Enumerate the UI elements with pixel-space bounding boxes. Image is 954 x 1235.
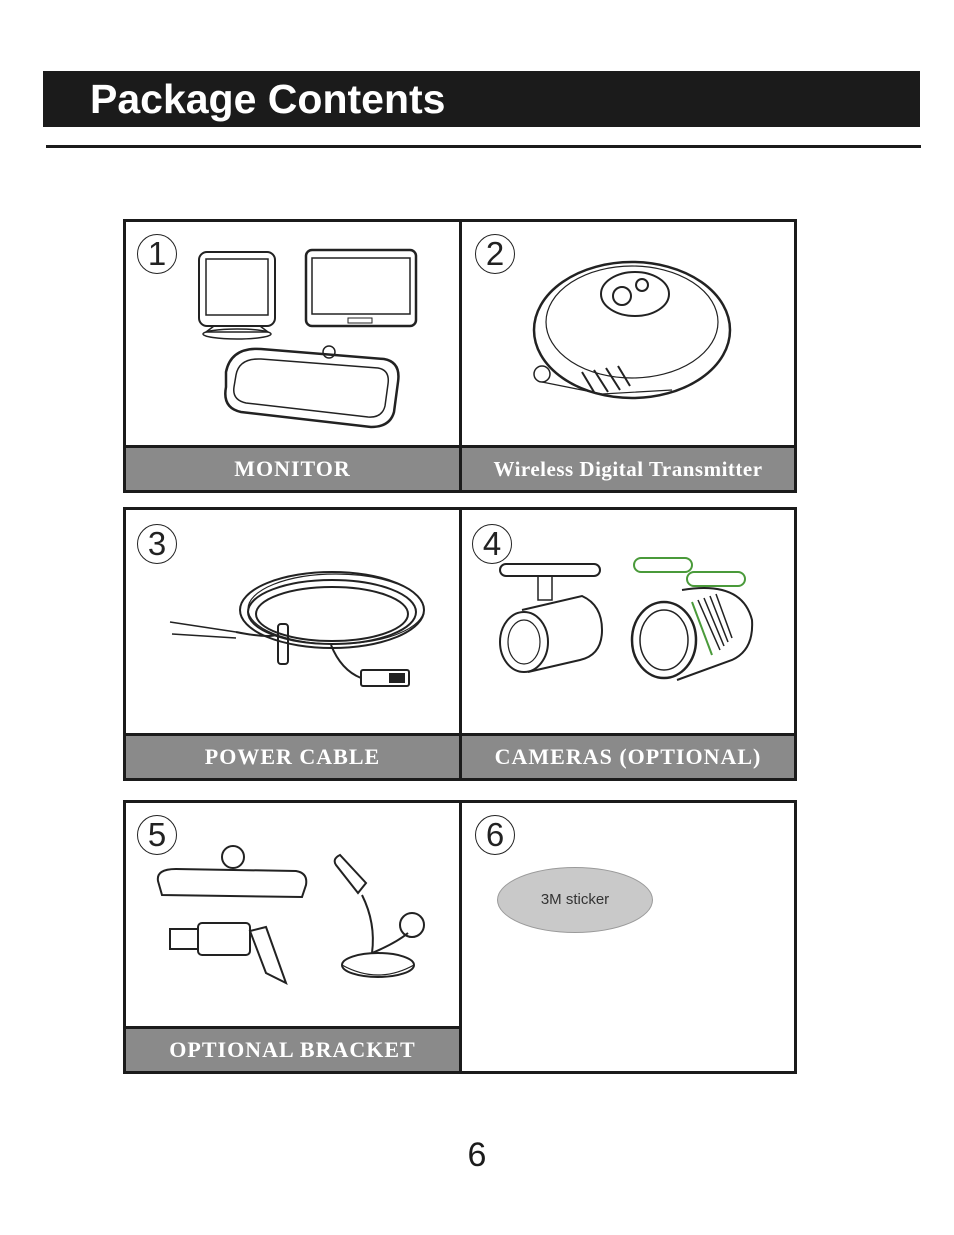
item-label: OPTIONAL BRACKET: [126, 1026, 459, 1071]
row-divider: [459, 803, 462, 1071]
item-label: Wireless Digital Transmitter: [462, 445, 794, 490]
item-transmitter: 2 Wireless Digital Transmitter: [462, 222, 794, 490]
camera-icon: [499, 557, 754, 681]
item-number: 3: [137, 524, 177, 564]
item-number: 2: [475, 234, 515, 274]
item-number: 6: [475, 815, 515, 855]
item-bracket: 5 OPTIONAL BRACKET: [126, 803, 459, 1071]
contents-row-1: 1 MONITOR 2 Wi: [123, 219, 797, 493]
item-label: MONITOR: [126, 445, 459, 490]
row-divider: [459, 222, 462, 490]
page-number: 6: [467, 1136, 487, 1174]
item-number: 1: [137, 234, 177, 274]
item-number: 5: [137, 815, 177, 855]
page-header: Package Contents: [43, 71, 920, 127]
power-cable-icon: [169, 571, 425, 687]
contents-row-2: 3 POWER CABLE 4: [123, 507, 797, 781]
item-power-cable: 3 POWER CABLE: [126, 510, 459, 778]
item-sticker: 6 3M sticker: [462, 803, 794, 1071]
bracket-icon: [156, 845, 425, 986]
item-label: POWER CABLE: [126, 733, 459, 778]
sticker-label: 3M sticker: [540, 891, 610, 908]
page-title: Package Contents: [90, 76, 446, 122]
contents-row-3: 5 OPTIONAL BRACKET 6 3M sticker: [123, 800, 797, 1074]
monitor-icon: [198, 248, 418, 429]
item-label: CAMERAS (OPTIONAL): [462, 733, 794, 778]
row-divider: [459, 510, 462, 778]
header-divider: [46, 145, 921, 148]
sticker-icon: 3M sticker: [497, 867, 653, 933]
item-cameras: 4 CAMERAS (OPTIONAL): [462, 510, 794, 778]
item-number: 4: [472, 524, 512, 564]
transmitter-icon: [532, 260, 732, 400]
item-monitor: 1 MONITOR: [126, 222, 459, 490]
